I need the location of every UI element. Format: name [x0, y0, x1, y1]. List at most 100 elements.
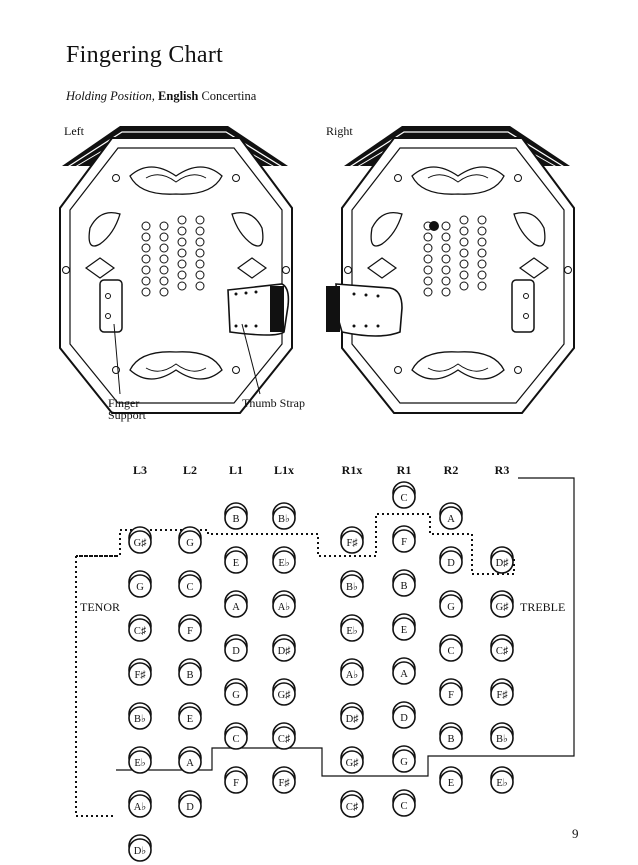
- note-label: E: [401, 625, 407, 636]
- note-button: E♭: [340, 614, 364, 642]
- note-button: G♯: [490, 590, 514, 618]
- note-label: C♯: [134, 626, 146, 637]
- note-label: D: [447, 558, 455, 569]
- note-label: F: [448, 690, 454, 701]
- note-label: B: [447, 734, 454, 745]
- note-button: G♯: [272, 678, 296, 706]
- note-label: F: [401, 537, 407, 548]
- note-label: G: [232, 690, 240, 701]
- note-button: G: [178, 526, 202, 554]
- column-header-r3: R3: [495, 463, 510, 477]
- note-label: E♭: [496, 777, 507, 789]
- page-title: Fingering Chart: [66, 42, 224, 68]
- note-label: A: [232, 602, 240, 613]
- note-label: A♭: [346, 669, 359, 681]
- note-button: D♯: [490, 546, 514, 574]
- note-button: E: [224, 546, 248, 574]
- note-button: A: [178, 746, 202, 774]
- note-button: G♯: [128, 526, 152, 554]
- note-label: E: [233, 558, 239, 569]
- concertina-illustration: [59, 125, 575, 414]
- note-label: D: [400, 713, 408, 724]
- note-button: D: [224, 634, 248, 662]
- note-button: A♭: [340, 658, 364, 686]
- thumb-strap-pointer: [241, 323, 261, 395]
- note-button: E: [178, 702, 202, 730]
- note-label: A: [400, 669, 408, 680]
- column-header-r2: R2: [444, 463, 459, 477]
- finger-support-plate-right: [511, 279, 535, 333]
- note-button: D♭: [128, 834, 152, 862]
- note-button: G: [439, 590, 463, 618]
- note-label: G♯: [278, 690, 291, 701]
- note-label: B♭: [278, 513, 290, 525]
- note-button: B♭: [128, 702, 152, 730]
- note-button: F♯: [340, 526, 364, 554]
- note-label: D: [186, 802, 194, 813]
- note-button: G♯: [340, 746, 364, 774]
- subtitle-bold: English: [158, 89, 199, 103]
- note-button: F♯: [490, 678, 514, 706]
- note-button: F: [178, 614, 202, 642]
- note-label: G: [136, 582, 144, 593]
- note-label: F♯: [278, 778, 289, 789]
- note-button: D♯: [272, 634, 296, 662]
- note-label: F♯: [496, 690, 507, 701]
- right-concertina: [341, 125, 575, 414]
- note-button: A: [439, 502, 463, 530]
- note-label: G♯: [346, 758, 359, 769]
- note-button: B: [392, 569, 416, 597]
- note-label: E♭: [278, 557, 289, 569]
- column-header-r1: R1: [397, 463, 412, 477]
- note-label: A: [186, 758, 194, 769]
- note-button: E♭: [272, 546, 296, 574]
- subtitle: Holding Position, English Concertina: [66, 89, 256, 104]
- note-label: C: [232, 734, 239, 745]
- note-label: A: [447, 514, 455, 525]
- note-button: G: [224, 678, 248, 706]
- finger-support-line2: Support: [108, 408, 147, 422]
- thumb-strap-left: [227, 283, 290, 336]
- column-header-l1: L1: [229, 463, 243, 477]
- page-number: 9: [572, 826, 579, 841]
- finger-support-plate: [99, 279, 123, 333]
- note-button: C♯: [490, 634, 514, 662]
- note-label: B: [400, 581, 407, 592]
- note-button: A♭: [128, 790, 152, 818]
- left-concertina: [59, 125, 293, 414]
- treble-label: TREBLE: [520, 600, 565, 614]
- note-button: G: [128, 570, 152, 598]
- note-label: F♯: [346, 538, 357, 549]
- note-button: F♯: [128, 658, 152, 686]
- note-label: D♯: [278, 646, 291, 657]
- thumb-strap-right: [326, 283, 403, 337]
- note-button: C♯: [272, 722, 296, 750]
- finger-support-line1: Finger: [108, 396, 140, 410]
- note-button: F♯: [272, 766, 296, 794]
- right-label: Right: [326, 124, 353, 138]
- tenor-boundary-dotted: [75, 513, 515, 817]
- note-label: E: [448, 778, 454, 789]
- note-button: C: [392, 481, 416, 509]
- note-button: A: [392, 657, 416, 685]
- note-button: B: [178, 658, 202, 686]
- note-button: C: [224, 722, 248, 750]
- note-label: E♭: [346, 625, 357, 637]
- note-button: A♭: [272, 590, 296, 618]
- note-button: A: [224, 590, 248, 618]
- note-button: B♭: [490, 722, 514, 750]
- note-button: C♯: [128, 614, 152, 642]
- thumb-strap-label: Thumb Strap: [242, 396, 305, 410]
- note-label: B: [232, 514, 239, 525]
- note-label: C♯: [278, 734, 290, 745]
- finger-support-label: Finger Support: [108, 397, 146, 421]
- note-button: B: [439, 722, 463, 750]
- note-label: G: [400, 757, 408, 768]
- note-label: E: [187, 714, 193, 725]
- note-label: B♭: [496, 733, 508, 745]
- note-label: C: [447, 646, 454, 657]
- note-label: B♭: [134, 713, 146, 725]
- note-label: B: [186, 670, 193, 681]
- note-button: D♯: [340, 702, 364, 730]
- note-button: C: [439, 634, 463, 662]
